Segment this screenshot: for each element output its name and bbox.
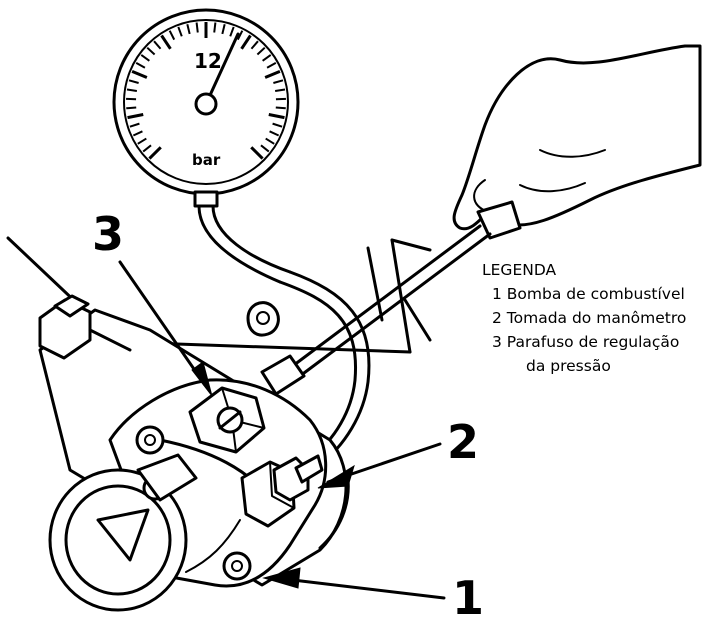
gauge-tick [256,46,266,56]
gauge-tick [186,23,191,35]
gauge-tick [221,23,226,35]
gauge-tick [132,130,143,137]
screwdriver [260,200,522,396]
gauge-tick [129,122,140,128]
gauge-tick [177,26,183,37]
gauge-tick [126,106,137,110]
gauge-tick [168,30,176,41]
gauge-hub [194,92,218,116]
gauge-tick [146,46,156,56]
gauge-tick [160,34,172,50]
manometer-hose [278,270,371,468]
gauge-tick [274,88,286,93]
legend-item-manometer-port: 2 Tomada do manômetro [492,309,687,327]
gauge-tick [142,144,152,153]
gauge-tick [260,144,270,153]
gauge-tick [213,22,217,33]
gauge-tick [148,146,162,160]
gauge-tick [128,79,139,84]
gauge-tick [272,122,283,128]
gauge-tick [131,69,148,79]
callout-3: 3 [92,207,213,397]
gauge-value-label: 12 [194,49,222,73]
gauge-tick [273,79,284,84]
gauge-tick [153,40,162,50]
gauge-tick [250,146,264,160]
legend-item-regulation-screw: 3 Parafuso de regulação [492,333,680,351]
legend-title: LEGENDA [482,261,557,279]
pressure-gauge: 12 bar [112,8,300,284]
gauge-tick [126,88,138,93]
gauge-tick [262,54,272,62]
gauge-tick [240,34,252,50]
fuel-pump-body [38,294,350,612]
callout-3-label: 3 [92,207,124,261]
gauge-tick [137,137,147,145]
callout-1: 1 [262,567,484,623]
legend-item-fuel-pump: 1 Bomba de combustível [492,285,685,303]
gauge-tick [229,26,235,37]
gauge-tick [265,137,275,145]
gauge-tick [266,62,277,69]
gauge-tick [127,113,144,120]
gauge-tick [140,54,150,62]
gauge-tick [250,40,259,50]
gauge-needle [204,32,240,106]
gauge-tick [269,130,280,137]
legend-item-regulation-screw-cont: da pressão [526,357,611,375]
gauge-tick [236,30,244,41]
hand [452,44,702,231]
callout-1-label: 1 [452,571,484,623]
gauge-tick [264,69,281,79]
gauge-tick [195,22,199,33]
callout-2-label: 2 [447,415,479,469]
callout-2: 2 [317,415,479,489]
gauge-tick [275,106,286,110]
gauge-scale-ticks [126,22,286,160]
legend: LEGENDA 1 Bomba de combustível 2 Tomada … [482,258,723,378]
gauge-tick [135,62,146,69]
gauge-tick [268,113,285,120]
gauge-unit-label: bar [192,151,221,169]
